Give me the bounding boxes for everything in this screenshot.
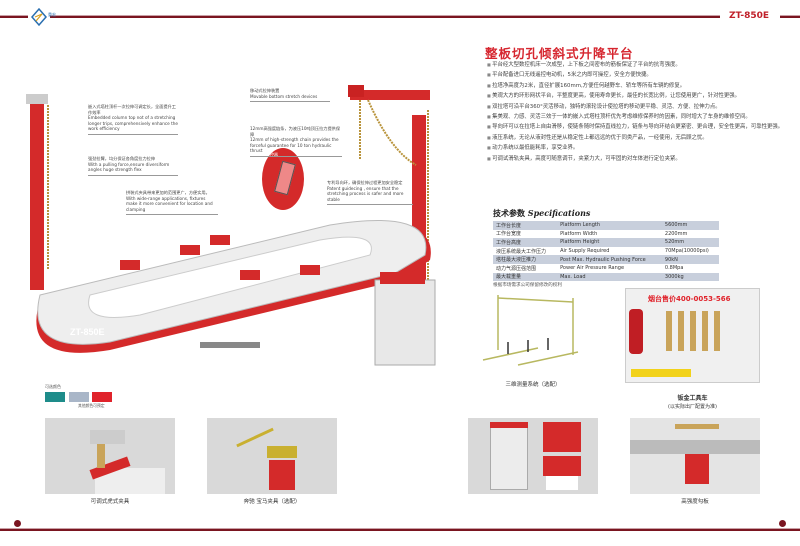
platform-model-label: ZT-850E bbox=[70, 327, 105, 337]
color-swatch-teal[interactable] bbox=[45, 392, 65, 402]
spec-cn: 动力气源压强范围 bbox=[496, 265, 537, 272]
spec-cn: 工作台高度 bbox=[496, 239, 522, 246]
color-options-label: 可选颜色 bbox=[45, 384, 61, 389]
remote-label: 遥控器 bbox=[266, 152, 278, 157]
spec-en: Post Max. Hydraulic Pushing Force bbox=[560, 256, 646, 263]
spec-value: 2200mm bbox=[664, 230, 688, 237]
tool-cart-image: 烟台售价400-0053-566 bbox=[625, 288, 760, 383]
hook-plate-image bbox=[630, 418, 760, 494]
color-swatch-red[interactable] bbox=[92, 392, 112, 402]
spec-row: 工作台长度 Platform Length 5600mm bbox=[493, 221, 719, 230]
vise-clamp-image bbox=[45, 418, 175, 494]
benz-bmw-clamp-caption: 奔驰 宝马夹具（选配） bbox=[243, 499, 301, 505]
right-chain bbox=[367, 99, 417, 166]
specs-note: 根据市场需求公司保留修改的权利 bbox=[493, 283, 562, 288]
vise-clamp-caption: 可调式虎式夹具 bbox=[90, 499, 130, 505]
feature-item: 液压系统，无论从液封性还是从稳定性上都远远的优于同类产品，一经使用，无后顾之忧。 bbox=[487, 133, 797, 143]
specs-heading: 技术参数 Specifications bbox=[493, 208, 591, 218]
feature-item: 平台配备进口无线遥控电动机，5米之内即可操控，安全方便快捷。 bbox=[487, 70, 797, 80]
remote-control-icon bbox=[274, 160, 296, 196]
feature-item: 双拉塔可沿平台360°灵活移动，独特的滚轮设计使拉塔的移动更平稳、灵活、方便、拉… bbox=[487, 102, 797, 112]
spec-value: 90kN bbox=[664, 256, 678, 263]
measurement-system-caption: 三维测量系统（选配） bbox=[505, 382, 561, 388]
remote-control-inset: 遥控器 bbox=[262, 148, 304, 210]
benz-bmw-clamp-image bbox=[207, 418, 337, 494]
product-title: 整板切孔倾斜式升降平台 bbox=[485, 46, 634, 61]
spec-en: Platform Width bbox=[560, 230, 598, 237]
spec-row: 塔柱最大液压推力 Post Max. Hydraulic Pushing Forc… bbox=[493, 255, 719, 264]
tool-cart-caption: 钣金工具车 bbox=[677, 395, 708, 402]
footer-rule bbox=[0, 528, 800, 531]
spec-cn: 工作台长度 bbox=[496, 222, 522, 229]
callout-fixtures: 拼装式夹具带来更加的范围更广，方便实用。With wide-range appl… bbox=[126, 190, 218, 215]
page-number-right bbox=[779, 520, 786, 527]
control-cabinet-image bbox=[468, 418, 598, 494]
spec-value: 520mm bbox=[664, 239, 685, 246]
spec-row: 工作台宽度 Platform Width 2200mm bbox=[493, 229, 719, 239]
tool-cart-subcaption: (以实际出厂配置为准) bbox=[668, 404, 717, 410]
top-arm bbox=[350, 90, 430, 100]
header-rule bbox=[50, 15, 720, 18]
brand-logo-icon bbox=[30, 7, 48, 27]
lift-platform-illustration: ZT-850E bbox=[26, 85, 436, 366]
left-tower bbox=[30, 100, 44, 290]
feature-item: 拉塔净高度为2米，直径扩展160mm,方便任何越野车、轿车等所有车辆的修复。 bbox=[487, 81, 797, 91]
spec-value: 3000kg bbox=[664, 273, 684, 280]
spec-value: 0.8Mpa bbox=[664, 265, 684, 272]
feature-item: 平台经大型数控机床一次成型，上下板之间密布的筋板保证了平台的抗弯强度。 bbox=[487, 60, 797, 70]
spec-row: 动力气源压强范围 Power Air Pressure Range 0.8Mpa bbox=[493, 263, 719, 273]
spec-cn: 工作台宽度 bbox=[496, 231, 522, 238]
color-swatch-gray[interactable] bbox=[69, 392, 89, 402]
spec-row: 液压系统最大工作压力 Air Supply Required 70Mpa(10000… bbox=[493, 246, 719, 256]
header-rule-left bbox=[0, 15, 28, 18]
brand-name: 重宏 bbox=[48, 12, 56, 17]
spec-value: 70Mpa(10000psi) bbox=[664, 248, 709, 255]
color-options-note: 其他颜色可预定 bbox=[78, 403, 105, 408]
feature-list: 平台经大型数控机床一次成型，上下板之间密布的筋板保证了平台的抗弯强度。 平台配备… bbox=[487, 60, 797, 164]
feature-item: 美观大方的环形网状平台，平整度更高，使用寿命更长，最佳的长宽比例，让您使用更广，… bbox=[487, 91, 797, 101]
control-cabinet bbox=[374, 279, 436, 366]
page-number-left bbox=[14, 520, 21, 527]
spec-row: 最大载重量 Max. Load 3000kg bbox=[493, 272, 719, 282]
spec-en: Platform Length bbox=[560, 222, 601, 229]
spec-row: 工作台高度 Platform Height 520mm bbox=[493, 238, 719, 247]
feature-item: 可调试滑轨夹具，高度可随意调节，夹紧力大，可牢固的对车体进行定位夹紧。 bbox=[487, 154, 797, 164]
spec-value: 5600mm bbox=[664, 222, 688, 229]
specs-table: 工作台长度 Platform Length 5600mm 工作台宽度 Platform … bbox=[493, 221, 719, 282]
header-rule-right bbox=[780, 15, 800, 18]
model-badge: ZT-850E bbox=[729, 11, 770, 21]
spec-en: Power Air Pressure Range bbox=[560, 265, 625, 272]
spec-cn: 塔柱最大液压推力 bbox=[496, 257, 537, 264]
spec-en: Air Supply Required bbox=[560, 248, 610, 255]
measurement-system-image bbox=[482, 295, 579, 366]
spec-en: Platform Height bbox=[560, 239, 600, 246]
spec-cn: 最大载重量 bbox=[496, 274, 522, 281]
spec-cn: 液压系统最大工作压力 bbox=[496, 248, 547, 255]
tool-cart-sign: 烟台售价400-0053-566 bbox=[648, 295, 731, 303]
feature-item: 动力系统以最低能耗率，享受业界。 bbox=[487, 143, 797, 153]
hook-plate-caption: 高强度勾板 bbox=[681, 499, 709, 505]
feature-item: 导向环可以在拉塔上自由滑移，使链条随时保持直线拉力，链条与导向环结合更紧密、更合… bbox=[487, 122, 797, 132]
feature-item: 集美观、力感、灵活三效于一体的嵌入式塔柱顶杆优先考虑维修保养时的因素，同时增大了… bbox=[487, 112, 797, 122]
spec-en: Max. Load bbox=[560, 273, 586, 280]
